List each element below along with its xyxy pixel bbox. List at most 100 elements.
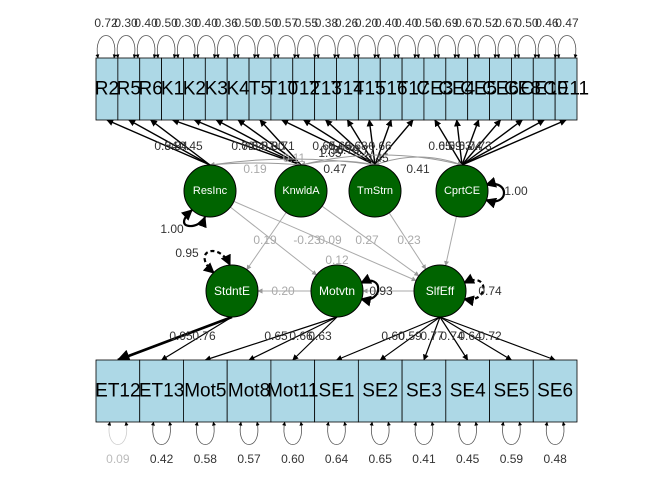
indicator-label-top: R5 bbox=[117, 79, 141, 100]
loading-label-bottom: 0.74 bbox=[440, 329, 464, 343]
indicator-label-top: T12 bbox=[287, 79, 320, 100]
loading-arrow-top bbox=[454, 119, 463, 166]
indicator-label-top: K3 bbox=[205, 79, 228, 100]
path-label: 0.20 bbox=[271, 284, 295, 298]
latent-knwlda bbox=[274, 164, 328, 218]
loading-label-top: 0.59 bbox=[438, 139, 462, 153]
latent-variance-label: 1.00 bbox=[504, 184, 528, 198]
variance-loop-top bbox=[395, 35, 418, 59]
variance-label-top: 0.50 bbox=[235, 16, 259, 30]
structural-path bbox=[388, 212, 427, 270]
indicator-box-bottom bbox=[183, 359, 228, 423]
variance-label-top: 0.52 bbox=[475, 16, 499, 30]
variance-loop-bottom bbox=[150, 421, 173, 445]
loading-arrow-bottom bbox=[116, 315, 233, 362]
variance-label-top: 0.50 bbox=[515, 16, 539, 30]
variance-label-top: 0.72 bbox=[94, 16, 118, 30]
loading-label-top: 0.79 bbox=[336, 143, 360, 157]
variance-loop-top bbox=[135, 35, 157, 59]
variance-loop-bottom bbox=[194, 421, 216, 445]
indicator-label-top: T10 bbox=[265, 79, 298, 100]
loading-label-bottom: 0.77 bbox=[420, 329, 444, 343]
latent-tmstrn bbox=[348, 164, 402, 218]
variance-label-bottom: 0.60 bbox=[281, 452, 305, 466]
loading-arrow-bottom bbox=[439, 316, 469, 361]
latent-variance-loop bbox=[202, 249, 231, 274]
variance-loop-top bbox=[295, 35, 318, 59]
loading-arrow-bottom bbox=[292, 316, 338, 361]
path-label: -0.23 bbox=[293, 233, 321, 247]
loading-arrow-bottom bbox=[248, 316, 338, 361]
variance-label-top: 0.57 bbox=[275, 16, 299, 30]
loading-arrow-top bbox=[374, 119, 393, 166]
variance-label-bottom: 0.59 bbox=[500, 452, 524, 466]
structural-path bbox=[233, 200, 417, 282]
variance-loop-bottom bbox=[107, 421, 129, 445]
loading-arrow-top bbox=[171, 118, 302, 166]
indicator-box-top bbox=[554, 57, 578, 121]
loading-arrow-top bbox=[461, 119, 545, 166]
indicator-label-top: T16 bbox=[375, 79, 408, 100]
loading-arrow-top bbox=[366, 119, 376, 166]
loading-arrow-bottom bbox=[439, 316, 512, 361]
variance-loop-bottom bbox=[413, 421, 435, 445]
variance-loop-bottom bbox=[238, 421, 260, 445]
covariance-label: 0.19 bbox=[243, 162, 267, 176]
indicator-label-bottom: Mot5 bbox=[184, 381, 226, 402]
variance-loop-top bbox=[496, 35, 518, 59]
loading-arrow-top bbox=[346, 119, 376, 166]
indicator-label-top: CE5 bbox=[460, 79, 497, 100]
indicator-label-bottom: Mot11 bbox=[267, 381, 318, 402]
path-label: 0.12 bbox=[325, 253, 349, 267]
variance-label-top: 0.20 bbox=[355, 16, 379, 30]
loading-label-top: 0.73 bbox=[468, 139, 492, 153]
loading-label-bottom: 0.59 bbox=[398, 329, 422, 343]
variance-loop-top bbox=[255, 35, 278, 59]
variance-loop-bottom bbox=[500, 421, 523, 445]
loading-arrow-top bbox=[461, 119, 502, 166]
loading-arrow-top bbox=[374, 119, 414, 166]
indicator-label-top: K4 bbox=[226, 79, 250, 100]
latent-variance-loop bbox=[484, 176, 505, 209]
loading-label-top: 0.64 bbox=[241, 139, 265, 153]
indicator-label-top: R2 bbox=[95, 79, 119, 100]
latent-label: ResInc bbox=[193, 185, 228, 197]
loading-label-top: 0.45 bbox=[179, 139, 203, 153]
variance-label-top: 0.40 bbox=[195, 16, 219, 30]
loading-label-bottom: 0.60 bbox=[381, 329, 405, 343]
indicator-label-bottom: SE2 bbox=[362, 381, 398, 402]
variance-loop-top bbox=[375, 35, 398, 59]
variance-label-top: 0.50 bbox=[154, 16, 178, 30]
loading-label-top: 0.80 bbox=[261, 139, 285, 153]
structural-path bbox=[321, 205, 420, 277]
loading-arrow-top bbox=[461, 119, 523, 166]
indicator-label-top: CE3 bbox=[416, 79, 453, 100]
loading-arrow-top bbox=[461, 119, 567, 166]
variance-loop-top bbox=[536, 35, 558, 59]
structural-path bbox=[444, 216, 457, 267]
loading-label-bottom: 0.65 bbox=[264, 329, 288, 343]
indicator-label-bottom: ET13 bbox=[139, 381, 184, 402]
loading-label-bottom: 0.64 bbox=[458, 329, 482, 343]
indicator-label-top: T13 bbox=[309, 79, 342, 100]
variance-loop-top bbox=[355, 35, 378, 59]
latent-variance-label: 0.95 bbox=[175, 246, 199, 260]
latent-label: StdntE bbox=[214, 284, 250, 298]
latent-variance-label: 0.74 bbox=[478, 284, 502, 298]
variance-label-bottom: 0.64 bbox=[325, 452, 349, 466]
loading-arrow-bottom bbox=[204, 316, 338, 362]
indicator-label-top: CE11 bbox=[543, 79, 589, 100]
structural-path bbox=[246, 212, 287, 271]
loading-label-top: 0.54 bbox=[154, 139, 178, 153]
variance-loop-top bbox=[335, 35, 358, 59]
variance-loop-top bbox=[155, 35, 177, 59]
loading-arrow-bottom bbox=[423, 316, 441, 361]
variance-loop-bottom bbox=[544, 421, 566, 445]
variance-label-bottom: 0.42 bbox=[150, 452, 174, 466]
covariance-label: 0.47 bbox=[323, 162, 347, 176]
loading-label-top: 0.63 bbox=[448, 139, 472, 153]
variance-label-top: 0.30 bbox=[175, 16, 199, 30]
loading-arrow-top bbox=[150, 119, 211, 166]
variance-label-top: 0.40 bbox=[395, 16, 419, 30]
